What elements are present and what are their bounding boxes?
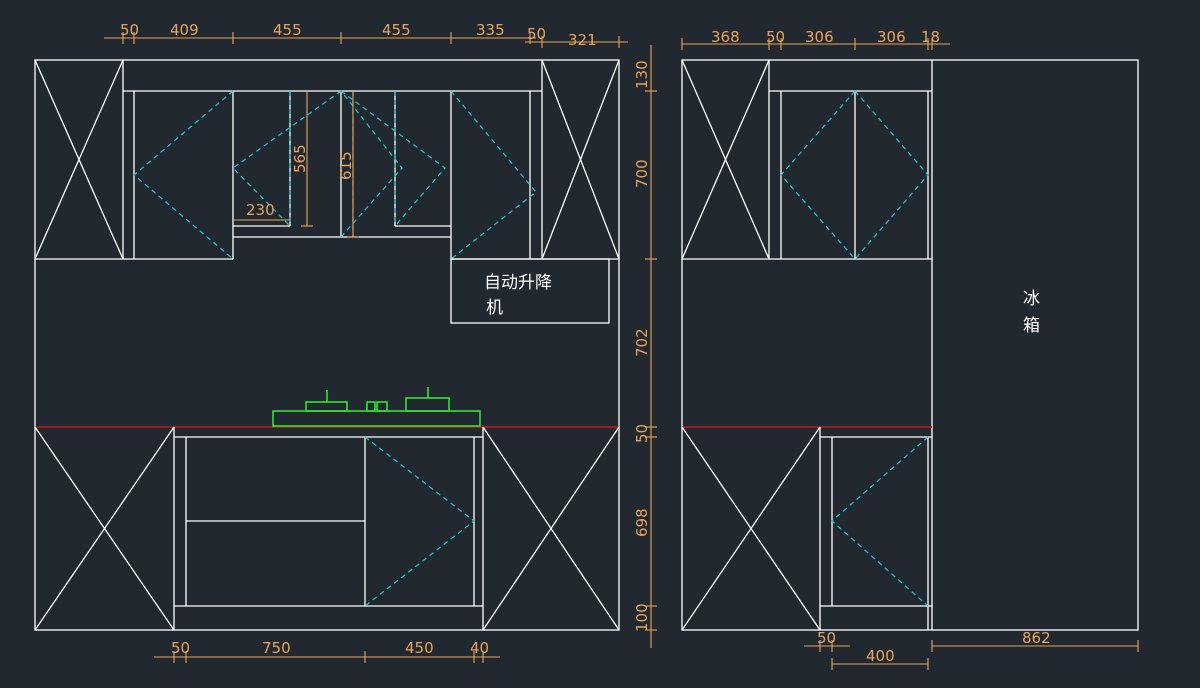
dim-top-6: 50	[527, 25, 546, 43]
dim-top-2: 409	[170, 21, 199, 39]
right-outline	[681, 59, 1139, 631]
lift-box	[450, 258, 610, 324]
stove-icon	[272, 387, 481, 427]
rdim-bottom-3: 862	[1022, 629, 1051, 647]
dim-bottom-2: 750	[262, 639, 291, 657]
dim-vert-5: 698	[633, 508, 651, 537]
dim-top-3: 455	[273, 21, 302, 39]
dim-vert-6: 100	[633, 603, 651, 632]
rdim-top-2: 50	[766, 28, 785, 46]
cross-ur-b	[541, 59, 620, 260]
dim-top-5: 335	[476, 21, 505, 39]
rdim-bottom-2: 400	[866, 647, 895, 665]
cross-ul-b	[34, 59, 124, 260]
lift-label-line1: 自动升降	[484, 273, 552, 293]
dim-hood-2: 615	[337, 151, 355, 180]
rdim-top-4: 306	[877, 28, 906, 46]
rdim-top-5: 18	[921, 28, 940, 46]
left-outline	[34, 59, 620, 631]
dim-bottom-4: 40	[470, 639, 489, 657]
dim-bottom-3: 450	[405, 639, 434, 657]
dim-top-4: 455	[382, 21, 411, 39]
right-upper-cabinets	[681, 59, 932, 260]
right-base-cabinets	[681, 426, 932, 631]
lift-label-line2: 机	[486, 298, 503, 318]
left-upper-door-swings	[133, 90, 537, 260]
left-dimension-lines	[104, 32, 657, 663]
rdim-bottom-1: 50	[817, 629, 836, 647]
dim-vert-4: 50	[633, 424, 651, 443]
dim-top-7: 321	[568, 31, 597, 49]
left-base-cabinets	[34, 426, 620, 631]
fridge-label-line1: 冰	[1023, 289, 1040, 309]
dim-hood-3: 230	[246, 201, 275, 219]
dim-vert-1: 130	[633, 60, 651, 89]
right-dimension-lines	[681, 38, 1139, 670]
rdim-top-1: 368	[711, 28, 740, 46]
left-upper-cabinets	[34, 59, 620, 260]
right-elevation: 冰 箱 368 50 306 306 18 50 400 862	[681, 28, 1139, 670]
dim-vert-2: 700	[633, 159, 651, 188]
rdim-top-3: 306	[805, 28, 834, 46]
dim-vert-3: 702	[633, 328, 651, 357]
left-elevation: 自动升降 机	[34, 21, 657, 663]
dim-hood-1: 565	[291, 144, 309, 173]
dim-top-1: 50	[120, 21, 139, 39]
fridge-label-line2: 箱	[1023, 316, 1040, 336]
dim-bottom-1: 50	[171, 639, 190, 657]
